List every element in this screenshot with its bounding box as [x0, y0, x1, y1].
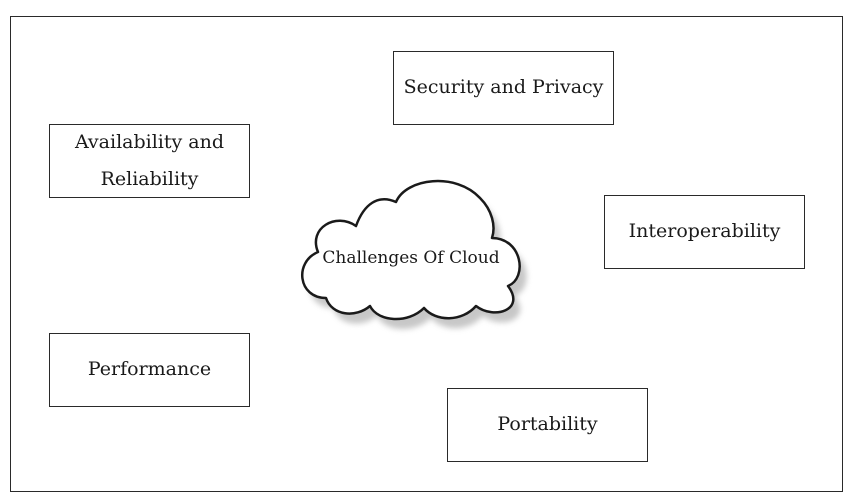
challenge-label-portability: Portability: [497, 413, 598, 436]
cloud-icon: [301, 179, 527, 330]
challenge-box-portability: Portability: [447, 388, 648, 462]
challenge-box-interoperability: Interoperability: [604, 195, 805, 269]
diagram-frame: [10, 16, 843, 492]
challenge-box-performance: Performance: [49, 333, 250, 407]
center-cloud: Challenges Of Cloud: [286, 170, 536, 330]
challenge-label-availability: Availability and Reliability: [74, 130, 225, 190]
challenge-label-security: Security and Privacy: [403, 76, 604, 99]
challenge-box-availability: Availability and Reliability: [49, 124, 250, 198]
center-cloud-label: Challenges Of Cloud: [322, 248, 500, 268]
challenge-label-performance: Performance: [87, 358, 212, 381]
challenge-label-interoperability: Interoperability: [628, 220, 781, 243]
challenge-box-security: Security and Privacy: [393, 51, 614, 125]
